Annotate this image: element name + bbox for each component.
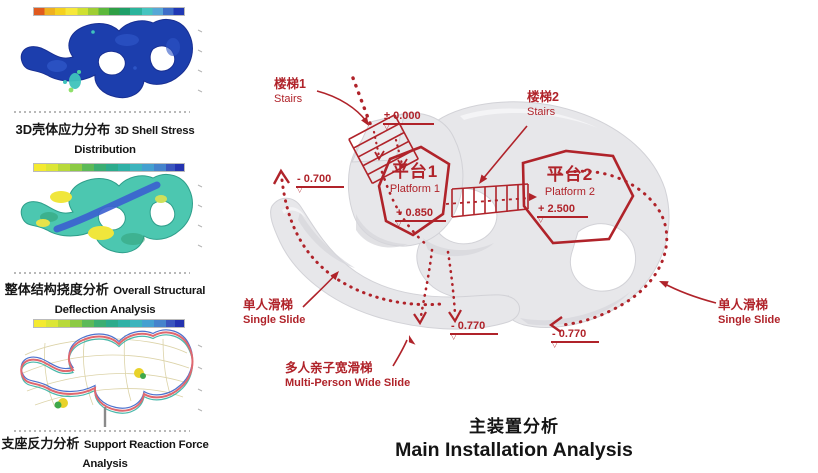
stress-blob bbox=[20, 19, 193, 99]
deflection-analysis-figure bbox=[20, 174, 203, 254]
deflection-caption-zh: 整体结构挠度分析 bbox=[4, 282, 109, 297]
label-wide-slide-zh: 多人亲子宽滑梯 bbox=[285, 361, 373, 375]
reaction-caption-zh: 支座反力分析 bbox=[1, 436, 80, 451]
reaction-axis-line bbox=[14, 430, 190, 432]
elevation-left: - 0.700 ▽ bbox=[296, 173, 345, 194]
stress-caption: 3D壳体应力分布 3D Shell Stress Distribution bbox=[0, 121, 210, 159]
reaction-caption: 支座反力分析 Support Reaction Force Analysis bbox=[0, 435, 210, 473]
stress-caption-en: 3D Shell Stress Distribution bbox=[74, 125, 195, 156]
label-platform2-zh: 平台2 bbox=[546, 165, 594, 184]
deflection-axis-ticks bbox=[197, 184, 203, 248]
wide-slide-path-1 bbox=[419, 248, 434, 318]
label-single-slide-left-en: Single Slide bbox=[243, 313, 306, 326]
main-installation-diagram: 楼梯1 Stairs ± 0.000 ▽ 平台1 Platform 1 + 0.… bbox=[210, 0, 818, 468]
elevation-bottom-right: - 0.770 ▽ bbox=[551, 328, 600, 349]
stress-color-scale bbox=[33, 7, 185, 16]
stress-axis-line bbox=[14, 111, 190, 113]
deflection-caption: 整体结构挠度分析 Overall Structural Deflection A… bbox=[0, 281, 210, 319]
label-single-slide-right: 单人滑梯 Single Slide bbox=[718, 298, 780, 327]
platform2-outline bbox=[521, 149, 635, 245]
elevation-triangle: ▽ bbox=[384, 124, 390, 131]
label-stairs1-zh: 楼梯1 bbox=[274, 77, 306, 91]
installation-drawing bbox=[270, 76, 717, 367]
analysis-sidebar: 3D壳体应力分布 3D Shell Stress Distribution 整体… bbox=[0, 0, 210, 470]
reaction-force-figure bbox=[20, 329, 203, 427]
deflection-blob bbox=[20, 174, 193, 254]
label-stairs2: 楼梯2 Stairs bbox=[527, 90, 559, 119]
stress-caption-zh: 3D壳体应力分布 bbox=[15, 122, 111, 137]
reaction-caption-en: Support Reaction Force Analysis bbox=[82, 439, 209, 470]
page-title-zh: 主装置分析 bbox=[469, 417, 559, 436]
structure-highlight bbox=[282, 108, 598, 218]
label-platform2: 平台2 Platform 2 bbox=[528, 160, 612, 198]
label-platform1: 平台1 Platform 1 bbox=[375, 157, 455, 195]
platform1-outline bbox=[377, 145, 451, 237]
label-stairs2-zh: 楼梯2 bbox=[527, 90, 559, 104]
label-platform2-en: Platform 2 bbox=[544, 186, 596, 198]
stress-distribution-figure bbox=[20, 19, 203, 99]
elevation-triangle: ▽ bbox=[552, 342, 558, 349]
elevation-platform1: + 0.850 ▽ bbox=[395, 207, 447, 228]
page-title-en: Main Installation Analysis bbox=[395, 439, 633, 461]
label-stairs1-en: Stairs bbox=[274, 92, 303, 105]
label-single-slide-right-zh: 单人滑梯 bbox=[718, 298, 769, 312]
elevation-triangle: ▽ bbox=[297, 187, 303, 194]
label-wide-slide: 多人亲子宽滑梯 Multi-Person Wide Slide bbox=[285, 361, 410, 390]
elevation-triangle: ▽ bbox=[538, 217, 544, 224]
deflection-color-scale bbox=[33, 163, 185, 172]
stairs2-drawing bbox=[451, 183, 529, 218]
deflection-axis-line bbox=[14, 272, 190, 274]
elevation-bottom-center: - 0.770 ▽ bbox=[450, 320, 499, 341]
label-single-slide-left: 单人滑梯 Single Slide bbox=[243, 298, 305, 327]
deflection-caption-en: Overall Structural Deflection Analysis bbox=[54, 285, 206, 316]
pointer-arrowheads bbox=[330, 116, 669, 345]
elevation-triangle: ▽ bbox=[451, 334, 457, 341]
elevation-triangle: ▽ bbox=[396, 221, 402, 228]
label-platform1-zh: 平台1 bbox=[391, 162, 439, 181]
reaction-contours bbox=[20, 329, 194, 414]
label-platform1-en: Platform 1 bbox=[389, 183, 441, 195]
reaction-axis-ticks bbox=[197, 344, 203, 412]
stairs1-drawing bbox=[348, 114, 419, 185]
elevation-ground: ± 0.000 ▽ bbox=[383, 110, 434, 131]
elevation-platform2: + 2.500 ▽ bbox=[537, 203, 589, 224]
red-linework bbox=[272, 76, 717, 367]
reaction-hotspots bbox=[54, 368, 146, 427]
page-title: 主装置分析 Main Installation Analysis bbox=[210, 412, 818, 462]
label-stairs2-en: Stairs bbox=[527, 105, 556, 118]
stress-axis-ticks bbox=[197, 29, 203, 93]
structure-shadow bbox=[298, 212, 630, 326]
wide-slide-path-2 bbox=[446, 250, 457, 316]
label-wide-slide-en: Multi-Person Wide Slide bbox=[285, 376, 411, 389]
slide-path-right bbox=[558, 169, 669, 327]
label-stairs1: 楼梯1 Stairs bbox=[274, 77, 306, 106]
label-single-slide-left-zh: 单人滑梯 bbox=[243, 298, 294, 312]
reaction-color-scale bbox=[33, 319, 185, 328]
entry-path bbox=[351, 76, 373, 128]
label-single-slide-right-en: Single Slide bbox=[718, 313, 781, 326]
